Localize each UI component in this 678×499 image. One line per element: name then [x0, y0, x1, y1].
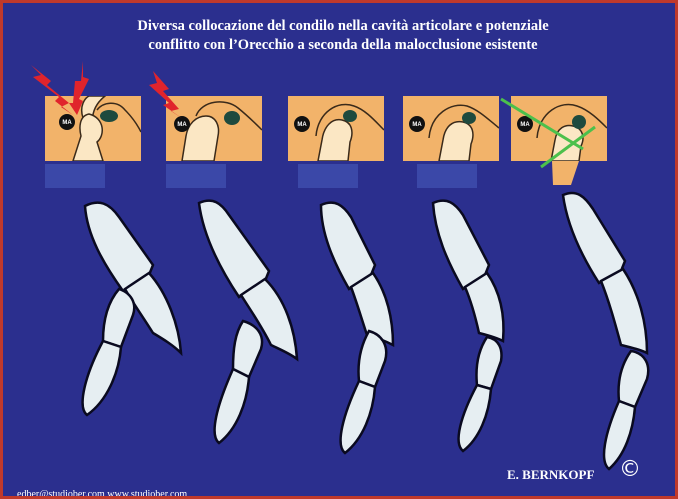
tmj-panel-2: MA — [166, 96, 262, 161]
lower-incisor-crown — [358, 331, 386, 387]
title-line-2: conflitto con l’Orecchio a seconda della… — [43, 36, 643, 55]
lower-incisor-crown — [476, 337, 501, 389]
panel-caption-box-4 — [417, 164, 477, 188]
disc-shape — [100, 110, 118, 122]
tmj-joint-drawing-3: MA — [288, 96, 384, 161]
author-name: E. BERNKOPF — [507, 467, 594, 483]
disc-shape — [462, 112, 476, 124]
upper-incisor-root — [433, 201, 489, 289]
upper-incisor-root — [321, 203, 375, 289]
disc-shape — [572, 115, 586, 129]
copyright-icon: © — [619, 458, 641, 482]
tooth-pair-5 — [563, 193, 648, 469]
tmj-panel-4: MA — [403, 96, 499, 161]
ma-label: MA — [520, 122, 530, 128]
slide-title: Diversa collocazione del condilo nella c… — [43, 17, 643, 55]
ma-label: MA — [297, 122, 307, 128]
lower-incisor-root — [459, 385, 491, 451]
overlay-layer — [3, 3, 675, 496]
ma-label: MA — [412, 122, 422, 128]
upper-incisor-crown — [125, 273, 181, 353]
upper-incisor-root — [85, 203, 153, 291]
tmj-panel-3: MA — [288, 96, 384, 161]
tooth-pair-1 — [83, 203, 181, 415]
upper-incisor-root — [199, 201, 269, 297]
ma-label: MA — [177, 122, 187, 128]
upper-incisor-crown — [241, 279, 297, 359]
disc-shape — [343, 110, 357, 122]
lower-incisor-root — [341, 381, 375, 453]
condyle-extension — [552, 161, 579, 185]
tooth-pair-3 — [321, 203, 393, 453]
tmj-joint-drawing-1: MA — [45, 96, 141, 161]
lower-incisor-crown — [103, 289, 134, 347]
upper-incisor-crown — [351, 273, 393, 345]
panel-caption-box-1 — [45, 164, 105, 188]
upper-incisor-root — [563, 193, 625, 283]
ma-label: MA — [62, 120, 72, 126]
lower-incisor-crown — [619, 351, 649, 407]
tmj-joint-drawing-5: MA — [511, 96, 607, 161]
panel-caption-box-2 — [166, 164, 226, 188]
tmj-joint-drawing-2: MA — [166, 96, 262, 161]
upper-incisor-crown — [601, 269, 647, 353]
tmj-panel-1: MA — [45, 96, 141, 161]
lower-incisor-root — [215, 369, 249, 443]
lower-incisor-crown — [233, 321, 262, 377]
tmj-panel-5: MA — [511, 96, 607, 161]
tooth-pair-2 — [199, 201, 297, 443]
disc-shape — [224, 111, 240, 125]
lower-incisor-root — [83, 341, 121, 415]
footer-contact: edber@studiober.com www.studiober.com — [17, 489, 187, 499]
panel-caption-box-3 — [298, 164, 358, 188]
tmj-joint-drawing-4: MA — [403, 96, 499, 161]
upper-incisor-crown — [465, 273, 503, 341]
tooth-pair-4 — [433, 201, 503, 451]
title-line-1: Diversa collocazione del condilo nella c… — [43, 17, 643, 36]
